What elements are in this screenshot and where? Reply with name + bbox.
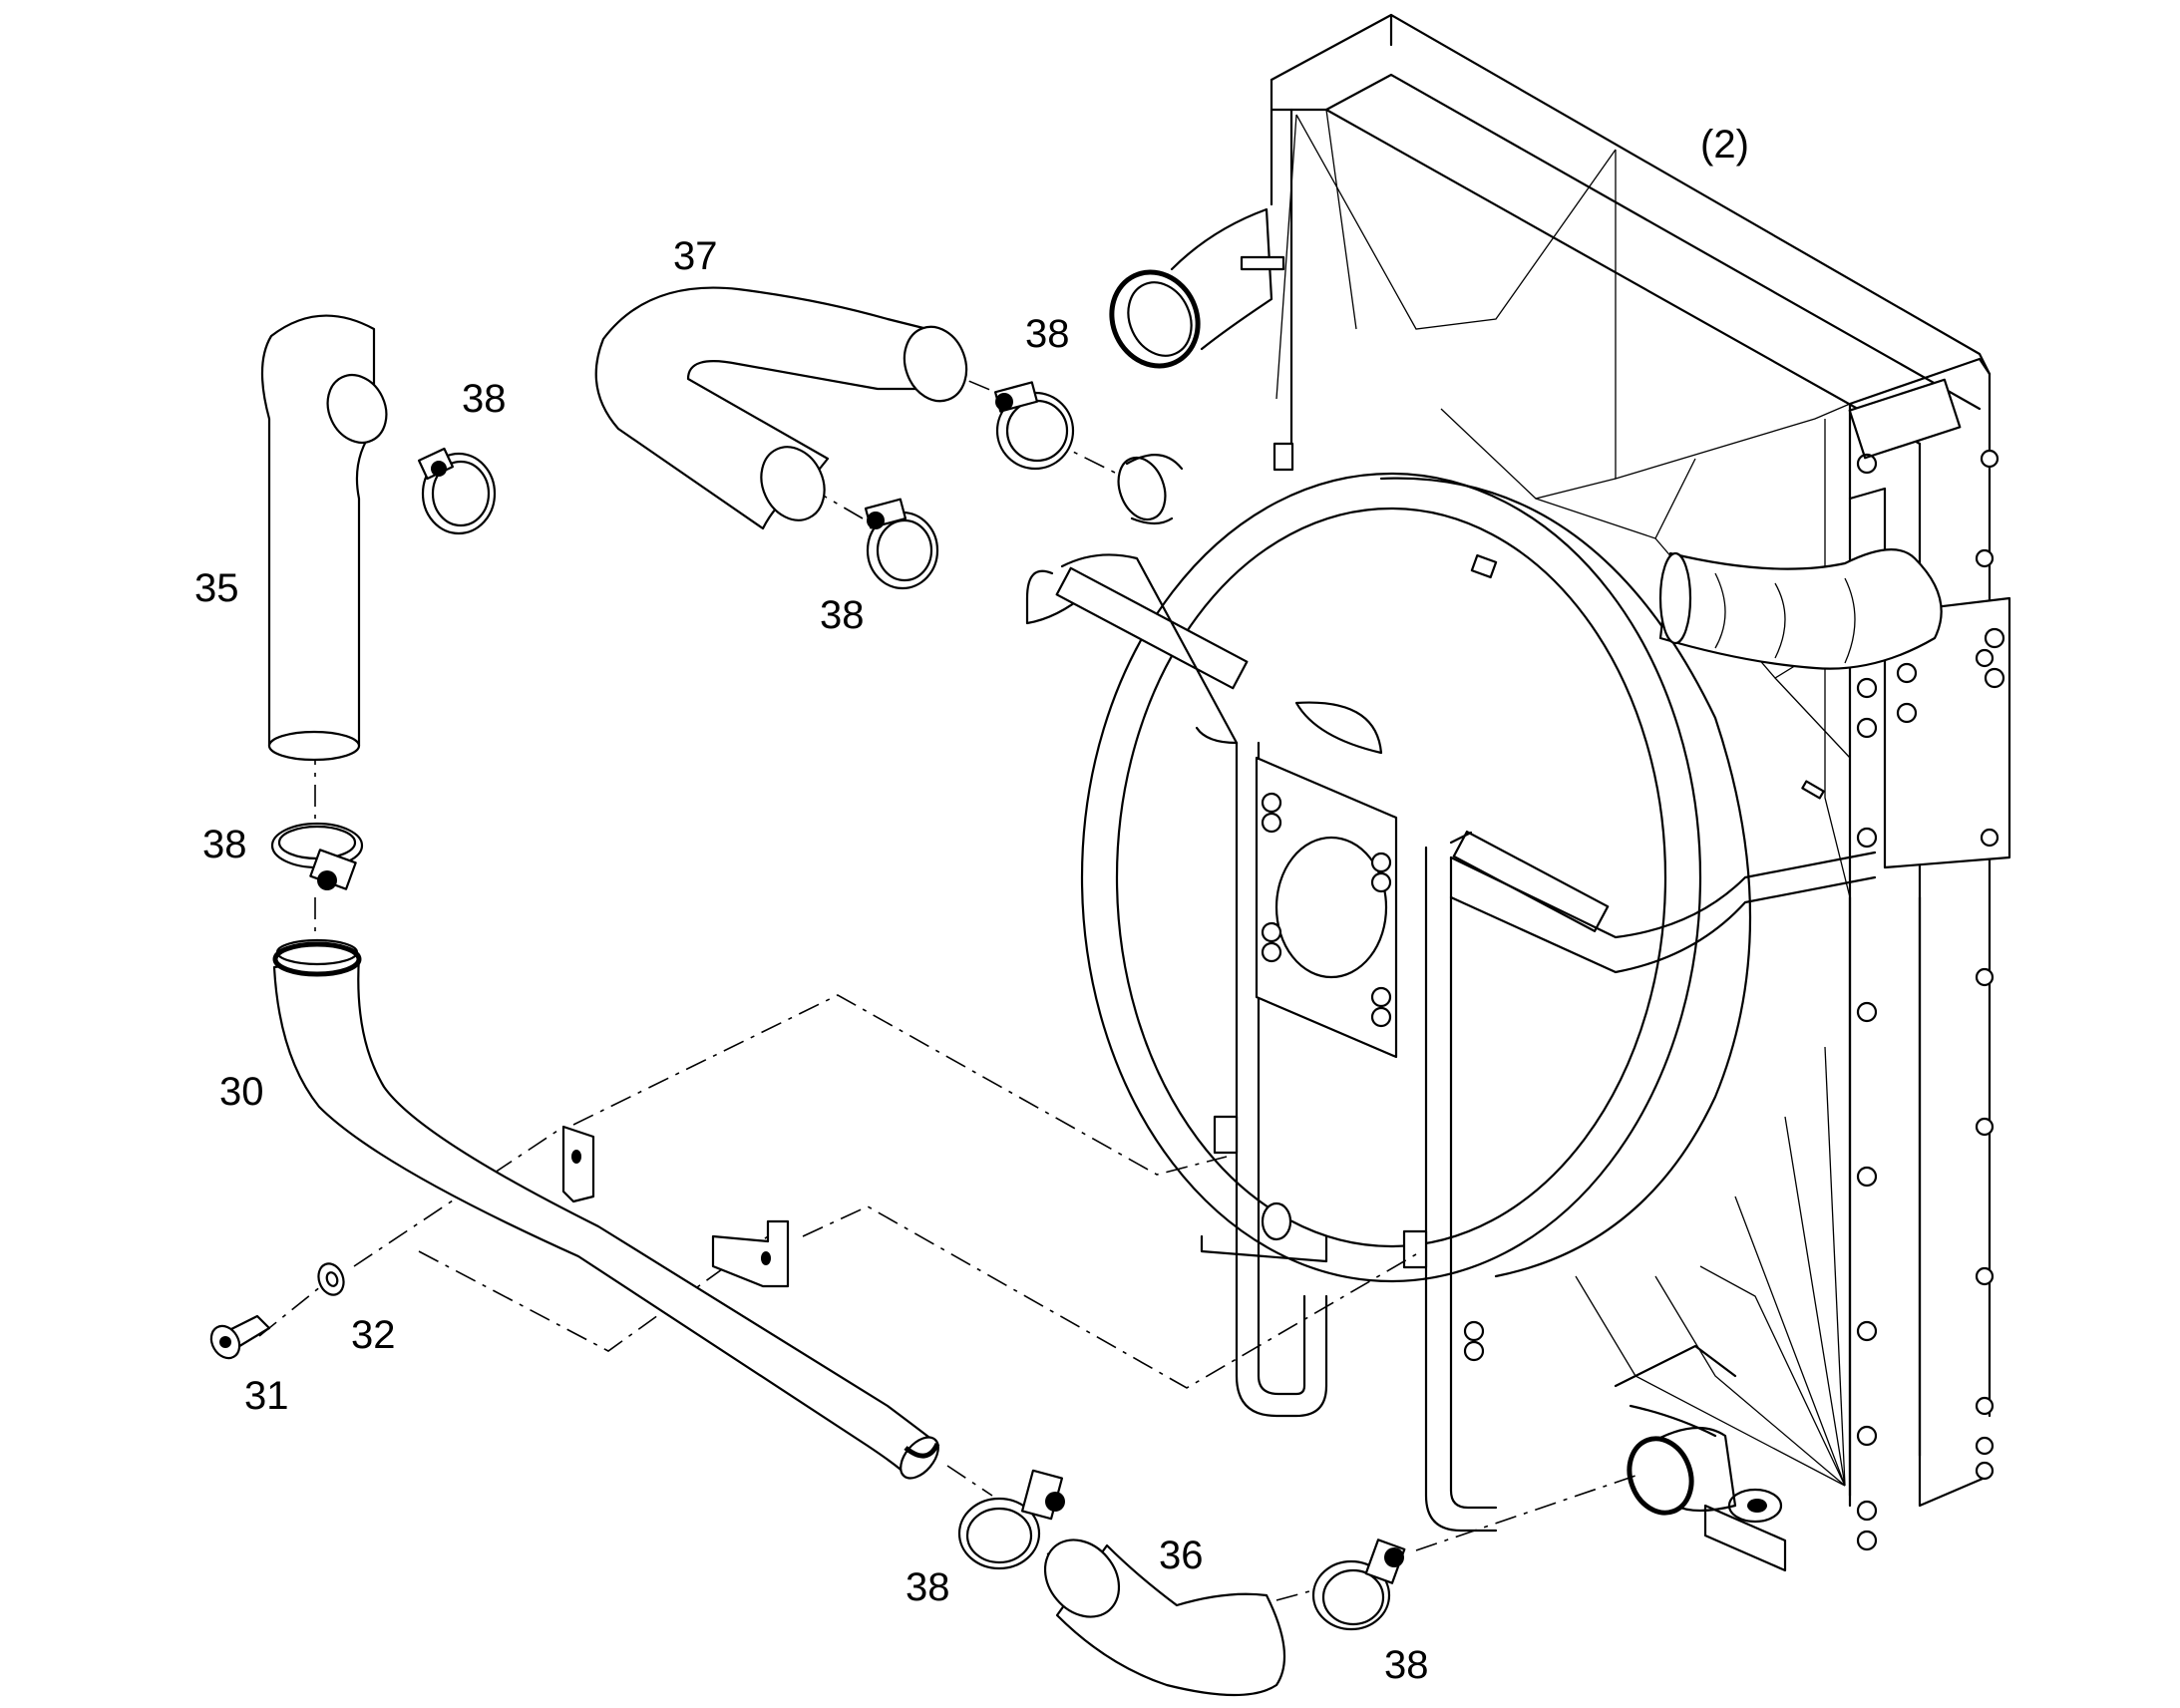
callout-32: 32: [351, 1313, 396, 1357]
callout-31: 31: [244, 1374, 289, 1418]
hose-37: [594, 286, 968, 530]
hose-clamp-bottom-mid: [957, 1469, 1065, 1570]
hose-30: [272, 938, 940, 1480]
callout-38-bottom-right: 38: [1384, 1643, 1429, 1687]
washer-32: [317, 1262, 345, 1296]
callout-30: 30: [219, 1070, 264, 1114]
callout-38-top-right: 38: [1025, 312, 1070, 356]
hose-clamp-upper-left: [417, 447, 497, 535]
hose-35: [260, 314, 388, 762]
hose-clamp-top-right: [993, 381, 1075, 471]
bolt-31: [209, 1314, 271, 1360]
callout-36: 36: [1159, 1534, 1204, 1577]
hose-clamp-top-lower: [864, 498, 939, 590]
hose-clamp-bottom-right: [1311, 1538, 1406, 1631]
hose-clamp-left-mid: [270, 822, 364, 890]
callout-38-upper-left: 38: [462, 377, 507, 421]
callout-37: 37: [673, 234, 718, 278]
callout-assembly-ref: (2): [1700, 123, 1749, 167]
hose-36: [1043, 1538, 1286, 1697]
callout-38-top-lower: 38: [820, 593, 865, 637]
callout-35: 35: [194, 566, 239, 610]
radiator-assembly: [1025, 13, 2011, 1572]
callout-38-left-mid: 38: [202, 823, 247, 866]
callout-38-bottom-mid: 38: [906, 1565, 950, 1609]
callout-labels: (2) 37 38 38 35 38 38 30 32 31 36 38 38: [194, 123, 1749, 1687]
